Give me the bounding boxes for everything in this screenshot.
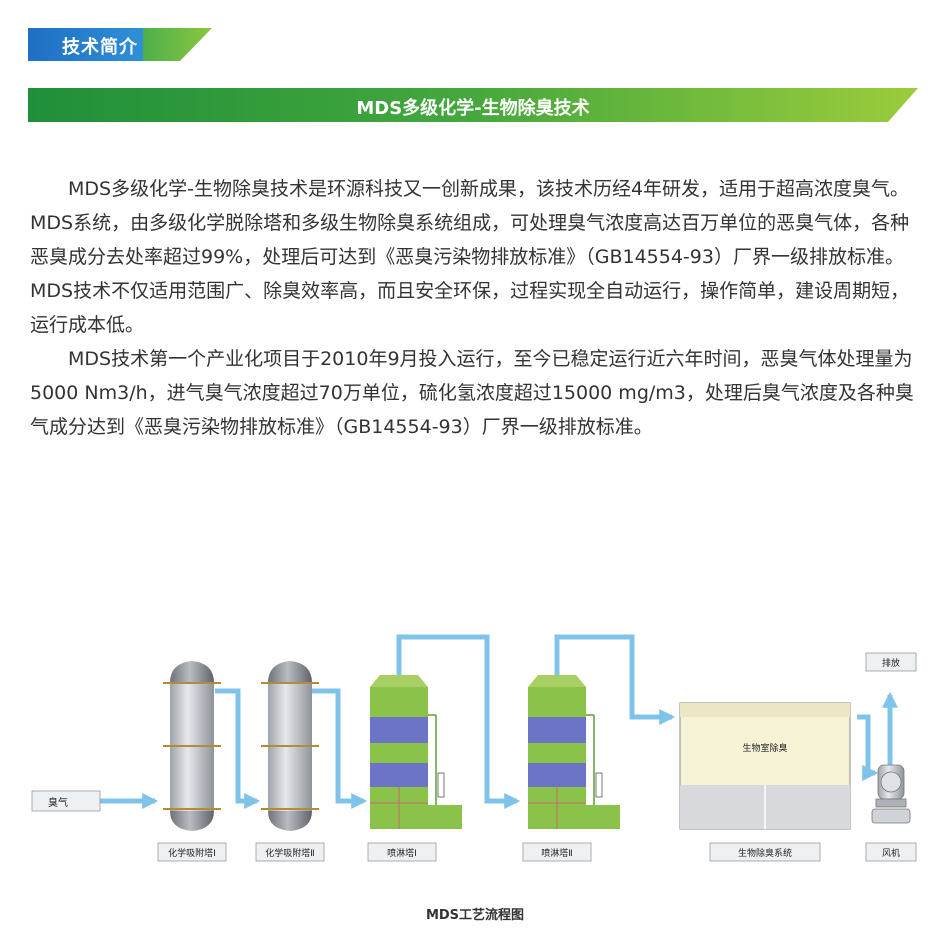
pipe-spray2-bio <box>554 634 676 726</box>
chem-tower-1-label: 化学吸附塔Ⅰ <box>168 847 216 859</box>
inlet-label-box <box>31 790 101 812</box>
pipe-spray1-spray2 <box>396 634 521 810</box>
chem-tower-1 <box>163 661 221 831</box>
intro-text: MDS多级化学-生物除臭技术是环源科技又一创新成果，该技术历经4年研发，适用于超… <box>30 172 915 444</box>
bio-system-label-box <box>709 842 821 862</box>
intro-paragraph-1: MDS多级化学-生物除臭技术是环源科技又一创新成果，该技术历经4年研发，适用于超… <box>30 178 910 336</box>
spray-tower-2-label: 喷淋塔Ⅱ <box>541 847 572 859</box>
bio-system-label: 生物除臭系统 <box>738 847 792 859</box>
chem-tower-2-label: 化学吸附塔Ⅱ <box>265 847 314 859</box>
pipe-bio-fan <box>857 714 879 782</box>
outlet-label: 排放 <box>882 657 900 669</box>
intro-paragraph-2: MDS技术第一个产业化项目于2010年9月投入运行，至今已稳定运行近六年时间，恶… <box>30 348 914 438</box>
chem-tower-2-label-box <box>255 842 325 862</box>
pipe-chem2-spray1 <box>312 688 368 810</box>
spray-tower-1-label: 喷淋塔Ⅰ <box>387 847 417 859</box>
bio-room-label: 生物室除臭 <box>742 742 787 754</box>
spray-tower-2-label-box <box>522 842 592 862</box>
banner-background <box>28 88 918 122</box>
chem-tower-2 <box>261 661 319 831</box>
spray-tower-2 <box>528 675 620 829</box>
outlet-label-box <box>865 652 917 672</box>
pipe-chem1-chem2 <box>215 688 261 810</box>
section-tag-text: 技术简介 <box>62 37 138 58</box>
fan-label: 风机 <box>882 847 900 859</box>
diagram-caption: MDS工艺流程图 <box>425 908 525 923</box>
fan-label-box <box>865 842 917 862</box>
fan-unit <box>871 764 911 824</box>
bio-system-tank <box>679 702 851 830</box>
spray-tower-1-label-box <box>367 842 437 862</box>
chem-tower-1-label-box <box>157 842 227 862</box>
process-flow-diagram: 臭气 化学吸附塔Ⅰ 化学吸附塔Ⅱ 喷淋塔Ⅰ <box>31 634 917 862</box>
banner-title: MDS多级化学-生物除臭技术 <box>356 98 590 119</box>
title-banner: MDS多级化学-生物除臭技术 <box>28 88 918 122</box>
inlet-label: 臭气 <box>48 796 68 809</box>
tag-background <box>28 28 212 61</box>
section-tag: 技术简介 <box>28 28 212 61</box>
spray-tower-1 <box>370 675 462 829</box>
pipe-network <box>100 634 899 810</box>
